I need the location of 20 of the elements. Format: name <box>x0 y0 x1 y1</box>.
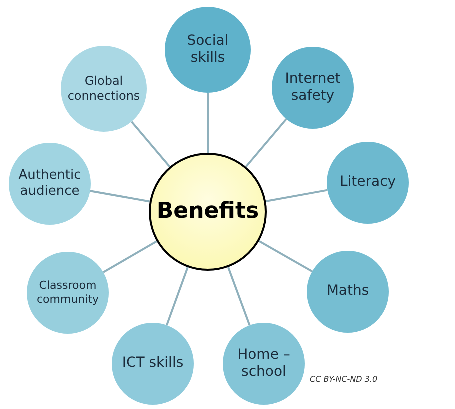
topic-label: Literacy <box>338 174 398 192</box>
connector-line <box>102 240 158 274</box>
connector-line <box>131 121 171 168</box>
topic-label: Authentic audience <box>18 168 82 200</box>
topic-label: ICT skills <box>121 355 185 373</box>
topic-label: Global connections <box>66 74 142 104</box>
connector-line <box>245 118 288 168</box>
connector-line <box>266 189 328 202</box>
license-note: CC BY-NC-ND 3.0 <box>310 374 378 386</box>
topic-label: Classroom community <box>36 279 100 307</box>
connector-line <box>227 267 251 326</box>
connector-line <box>90 190 150 203</box>
topic-label: Home – school <box>236 346 292 382</box>
connector-line <box>207 93 209 153</box>
connector-line <box>258 240 313 273</box>
connector-line <box>166 267 189 326</box>
central-label: Benefits <box>156 198 260 226</box>
topic-label: Maths <box>326 283 370 301</box>
topic-label: Social skills <box>186 32 230 68</box>
topic-label: Internet safety <box>284 70 342 106</box>
